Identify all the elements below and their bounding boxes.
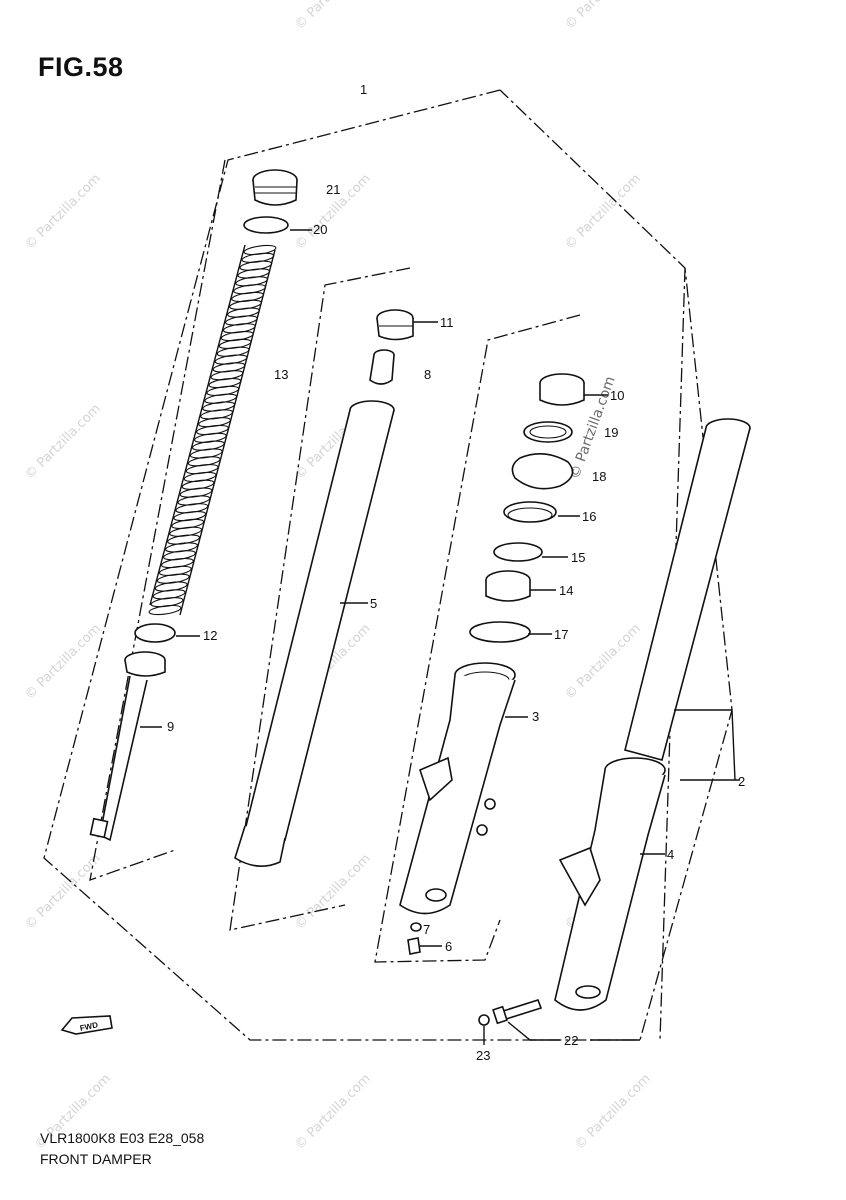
- slide-metal: [485, 570, 531, 602]
- callout-5: 5: [370, 596, 377, 611]
- inner-tube-right: [624, 418, 751, 761]
- spring-coil: [148, 604, 182, 616]
- watermark-text: © Partzilla.com: [292, 851, 374, 933]
- damper-piston-ring: [376, 309, 414, 341]
- watermark-text: © Partzilla.com: [292, 1071, 374, 1153]
- assembly-boundary-rod: [89, 159, 226, 881]
- callout-10: 10: [610, 388, 624, 403]
- callout-22: 22: [564, 1033, 578, 1048]
- callout-13: 13: [274, 367, 288, 382]
- axle-bolt-washer: [478, 1014, 490, 1026]
- assembly-boundary-outer-tube: [374, 314, 581, 963]
- watermark-text: © Partzilla.com: [562, 621, 644, 703]
- watermark-text: © Partzilla.com: [292, 0, 374, 33]
- assembly-boundary-outer: [43, 89, 733, 1041]
- callout-19: 19: [604, 425, 618, 440]
- callout-2: 2: [738, 774, 745, 789]
- outer-tube-right: [554, 757, 666, 1011]
- callout-3: 3: [532, 709, 539, 724]
- o-ring: [243, 216, 289, 234]
- forward-label: FWD: [79, 1020, 99, 1033]
- forward-direction-arrow: FWD: [60, 1015, 113, 1035]
- spring-seat-washer: [134, 623, 176, 643]
- model-code: VLR1800K8 E03 E28_058: [40, 1130, 205, 1146]
- drain-bolt-gasket: [410, 922, 422, 932]
- watermark-text: © Partzilla.com: [562, 171, 644, 253]
- inner-tube: [234, 400, 395, 867]
- callout-16: 16: [582, 509, 596, 524]
- figure-title: FIG.58: [38, 52, 124, 82]
- oil-seal-retainer: [539, 373, 585, 406]
- rebound-spring: [369, 349, 395, 385]
- callout-20: 20: [313, 222, 327, 237]
- callout-labels: 1 21 20 13 12 9 11 8 5 10 19 18 16 15 14…: [167, 82, 745, 1063]
- callout-11: 11: [440, 315, 454, 330]
- watermark-text: © Partzilla.com: [22, 171, 104, 253]
- assembly-name: FRONT DAMPER: [40, 1151, 152, 1167]
- assembly-boundary-inner-tube: [229, 267, 411, 931]
- callout-7: 7: [423, 922, 430, 937]
- fork-cap-bolt: [252, 169, 298, 206]
- callout-18: 18: [592, 469, 606, 484]
- callout-9: 9: [167, 719, 174, 734]
- fork-spring: [148, 244, 277, 616]
- watermark-text: © Partzilla.com: [562, 0, 644, 33]
- damper-rod: [89, 651, 166, 842]
- callout-8: 8: [424, 367, 431, 382]
- callout-4: 4: [667, 847, 674, 862]
- outer-tube: [399, 662, 516, 915]
- oil-seal-stopper-ring: [511, 453, 574, 490]
- callout-6: 6: [445, 939, 452, 954]
- watermark-text: © Partzilla.com: [572, 1071, 654, 1153]
- guide-metal-washer: [493, 542, 543, 562]
- callout-21: 21: [326, 182, 340, 197]
- watermark-text: © Partzilla.com: [22, 851, 104, 933]
- callout-12: 12: [203, 628, 217, 643]
- leader-lines: [140, 229, 740, 1045]
- callout-15: 15: [571, 550, 585, 565]
- callout-17: 17: [554, 627, 568, 642]
- watermark-text: © Partzilla.com: [22, 401, 104, 483]
- callout-1: 1: [360, 82, 367, 97]
- callout-14: 14: [559, 583, 573, 598]
- guide-bushing: [469, 621, 531, 643]
- drain-bolt: [407, 937, 421, 955]
- watermark-text: © Partzilla.com: [22, 621, 104, 703]
- dust-seal: [523, 421, 573, 443]
- callout-23: 23: [476, 1048, 490, 1063]
